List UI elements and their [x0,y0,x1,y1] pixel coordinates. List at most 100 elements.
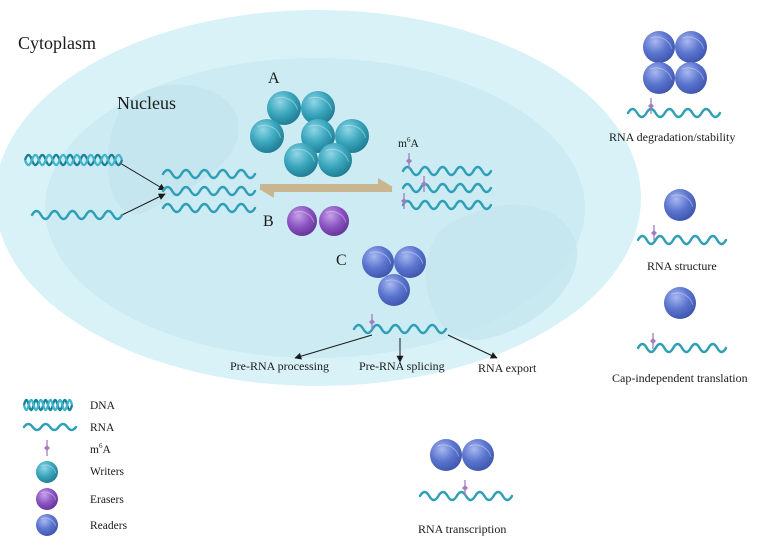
legend-eraser-icon-body [36,488,58,510]
rna-m6a-strand [401,182,493,194]
writer-protein-body [284,143,318,177]
process-processing: Pre-RNA processing [230,359,329,373]
legend-m6a-tail: A [102,444,111,456]
outcome-structure: RNA structure [647,259,717,273]
nucleus-highlight [425,204,578,341]
writer-protein-shine [342,124,367,138]
reader-protein-body [643,31,675,63]
legend-eraser-icon [36,488,58,510]
dna-helix [23,153,124,167]
writer-protein [301,91,335,125]
reader-protein-body [643,62,675,94]
nucleus-label: Nucleus [117,93,176,113]
eraser-protein-body [287,206,317,236]
m6a-pin [406,153,412,169]
reader-protein [664,189,696,221]
m6a-pin-head [648,103,654,109]
m6a-pin [650,333,656,349]
reader-protein [362,246,394,278]
rna-structure-strand [636,234,728,246]
m6a-pin [421,176,427,192]
reader-protein-shine [650,67,673,80]
reader-protein-body [430,439,462,471]
legend-dna-icon [22,398,74,412]
legend-writer-icon-shine [40,464,57,474]
marker-b: B [263,213,274,230]
legend-m6a-base: m [90,444,99,456]
reader-protein-shine [682,36,705,49]
reader-protein [675,62,707,94]
m6a-pin [651,225,657,241]
nucleus-highlight [107,84,239,215]
marker-a: A [268,70,280,87]
reader-protein-body [362,246,394,278]
legend-eraser-icon-shine [40,491,57,501]
writer-protein-shine [291,148,316,162]
reader-protein-body [462,439,494,471]
reader-protein [643,31,675,63]
diagram-shapes [22,31,728,536]
m6a-pin-head [462,485,468,491]
legend-writer-icon [36,461,58,483]
legend-reader-icon [36,514,58,536]
writer-protein-body [335,119,369,153]
reverse-arrow [259,186,392,198]
writer-protein-body [318,143,352,177]
writer-protein-shine [308,96,333,110]
outcome-transcription: RNA transcription [418,522,507,536]
writer-protein-shine [274,96,299,110]
eraser-protein-shine [325,211,347,223]
writer-protein-body [301,91,335,125]
process-splicing: Pre-RNA splicing [359,359,445,373]
m6a-label-tail: A [410,138,419,150]
rna-input-strand [30,209,124,221]
legend-rna-label: RNA [90,422,115,434]
writer-protein [250,119,284,153]
reader-protein-shine [469,444,492,457]
m6a-pin [648,98,654,114]
m6a-pin [401,193,407,209]
writer-protein-shine [325,148,350,162]
reader-protein-shine [671,292,694,305]
legend-dna-label: DNA [90,400,115,412]
legend-reader-icon-shine [40,517,57,527]
reader-protein-body [664,287,696,319]
rna-m6a-strand [401,165,493,177]
outcome-translation: Cap-independent translation [612,371,748,385]
m6a-pin-head [44,445,50,451]
legend-writers-label: Writers [90,466,125,478]
reader-protein-shine [682,67,705,80]
cytoplasm-label: Cytoplasm [18,33,97,53]
legend-readers-label: Readers [90,520,128,532]
writer-protein [335,119,369,153]
m6a-pin [369,314,375,330]
eraser-protein-body [319,206,349,236]
reader-protein-shine [650,36,673,49]
rna-unmodified-strand [161,185,257,197]
rna-to-rna-arrow [121,193,166,216]
writer-protein [267,91,301,125]
reader-protein-body [394,246,426,278]
eraser-protein-shine [293,211,315,223]
reader-protein [675,31,707,63]
legend-erasers-label: Erasers [90,494,124,506]
reader-protein-body [664,189,696,221]
reader-protein-shine [671,194,694,207]
m6a-pin [462,480,468,496]
reader-protein-body [675,62,707,94]
m6a-label-sup: 6 [406,136,411,145]
process-export: RNA export [478,361,537,375]
reader-protein-body [378,274,410,306]
reader-protein [664,287,696,319]
eraser-protein [287,206,317,236]
writer-protein-body [267,91,301,125]
reader-protein [643,62,675,94]
writer-protein-body [301,119,335,153]
reader-protein [378,274,410,306]
rna-translation-strand [636,342,728,354]
legend-reader-icon-body [36,514,58,536]
rna-m6a-strand [401,199,493,211]
m6a-pin-head [406,158,412,164]
